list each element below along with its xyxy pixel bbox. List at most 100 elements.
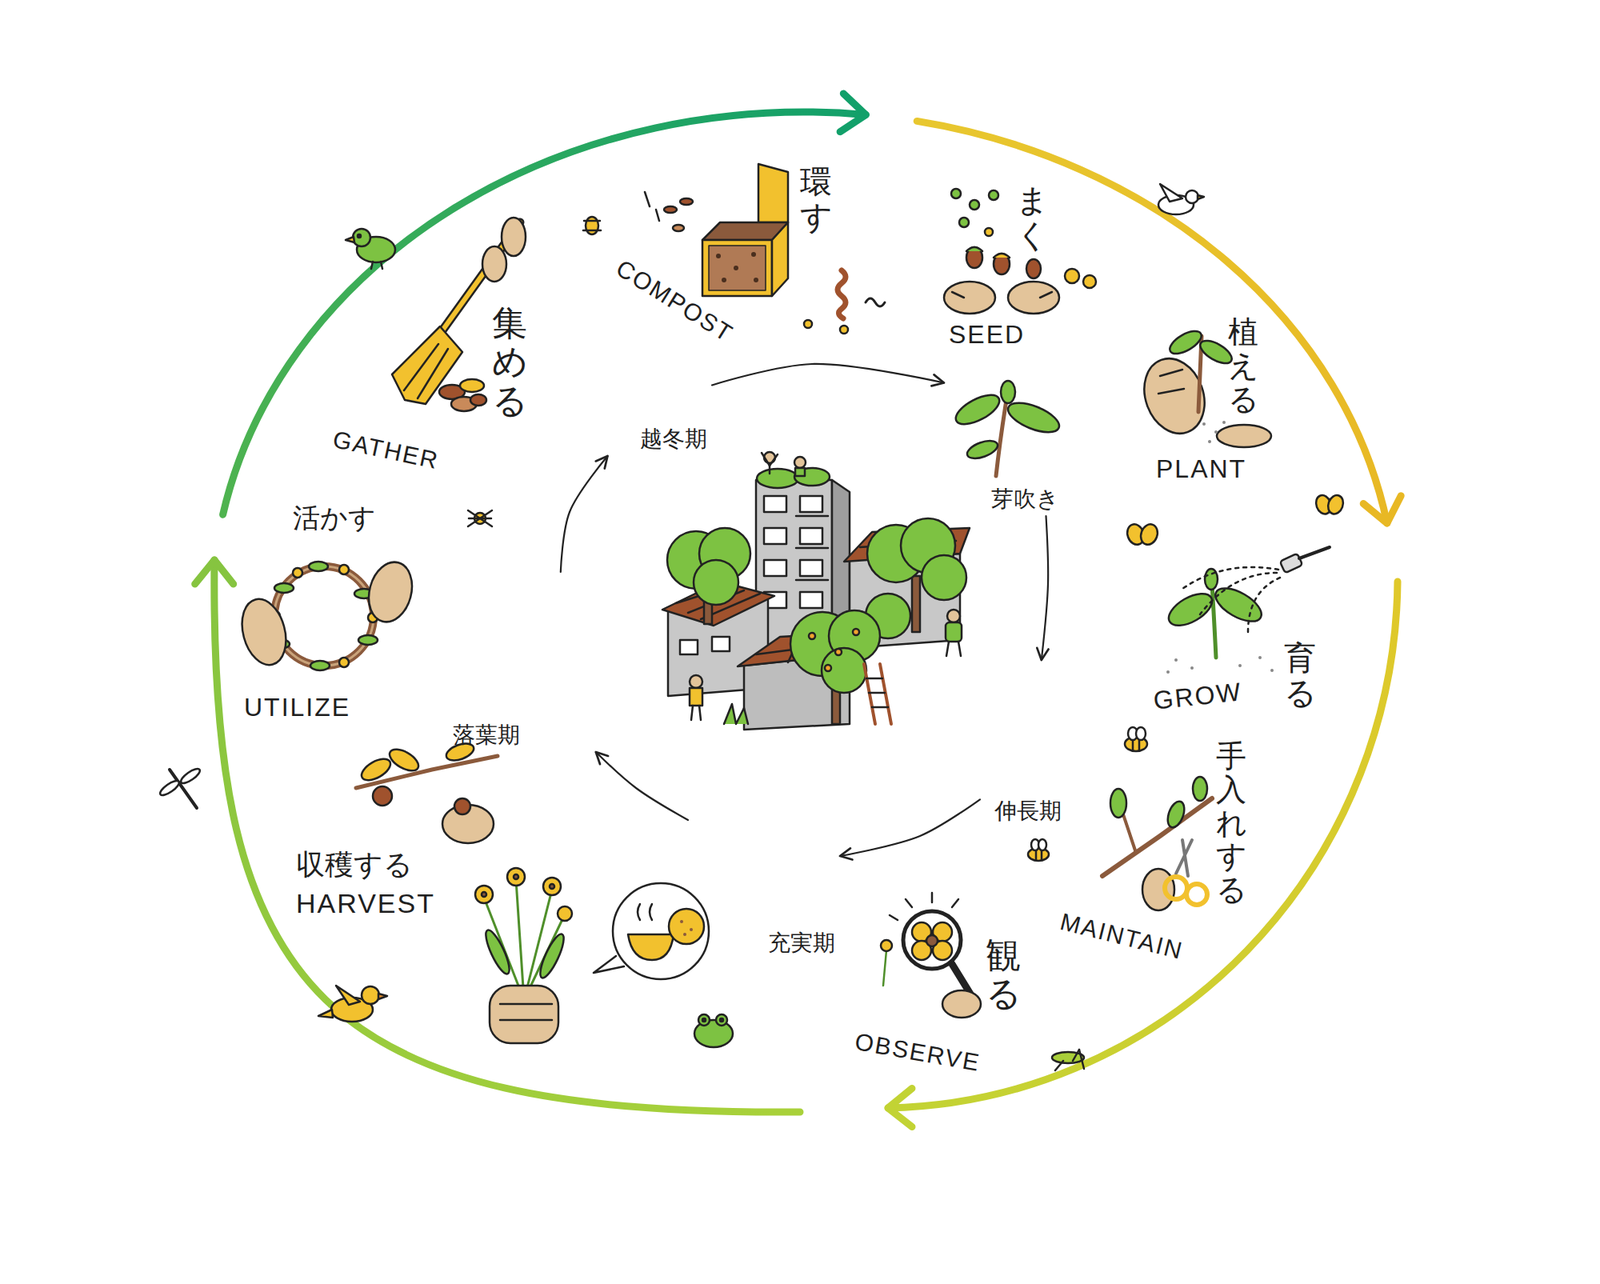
city-illustration (796, 579, 828, 582)
seed-hands (988, 190, 999, 200)
compost-bits (584, 220, 600, 223)
grow-sprout (1210, 581, 1267, 628)
activity-label-ja: まく (1016, 182, 1048, 253)
magnifier-icon (926, 935, 938, 947)
activity-label-en: SEED (948, 320, 1025, 350)
phase-label: 芽吹き (991, 485, 1060, 513)
activity-label-ja: 収穫する (296, 848, 413, 881)
grow-sprout (1166, 670, 1170, 674)
compost-box (772, 222, 788, 296)
seed-hands (951, 188, 961, 199)
sprout-icon (1004, 396, 1064, 438)
magnifier-icon (903, 911, 961, 969)
city-illustration (796, 515, 828, 518)
activity-label-ja: 植える (1228, 316, 1259, 416)
activity-label-ja: 集める (492, 304, 528, 420)
tea-bubble (628, 934, 674, 960)
city-illustration (699, 705, 701, 720)
broom-icon (470, 394, 487, 406)
city-illustration (912, 576, 920, 632)
compost-bits (680, 198, 693, 205)
magnifier-icon (931, 892, 934, 903)
bird (345, 228, 396, 269)
city-illustration (958, 641, 961, 656)
grow-sprout (1248, 577, 1280, 632)
wreath-icon (358, 635, 378, 645)
harvest-branch (356, 740, 498, 844)
dragonfly (158, 778, 182, 798)
city-illustration (947, 609, 960, 623)
seed-hands (1026, 259, 1041, 279)
seed-hands (993, 253, 1010, 275)
seed-hands (969, 200, 980, 210)
harvest-flowers (507, 868, 525, 886)
bird (336, 985, 360, 1005)
broom-icon (501, 217, 526, 256)
compost-box (733, 265, 739, 271)
activity-label-en: UTILIZE (244, 692, 351, 723)
city-illustration (689, 675, 703, 688)
city-illustration (689, 688, 703, 706)
compost-box (751, 252, 756, 257)
city-illustration (800, 528, 823, 544)
city-illustration (868, 692, 885, 695)
tea-bubble (680, 920, 684, 924)
grasshopper (1079, 1049, 1084, 1069)
grow-sprout (1258, 656, 1262, 660)
cycle-arrowhead (840, 93, 866, 132)
sprout-icon (996, 400, 1007, 476)
harvest-flowers (500, 1019, 552, 1022)
compost-bits (865, 298, 885, 307)
magnifier-icon (905, 899, 912, 908)
bird (1197, 195, 1204, 200)
wreath-icon (339, 564, 349, 575)
phase-label: 伸長期 (994, 797, 1062, 825)
city-illustration (880, 664, 892, 724)
harvest-flowers (549, 884, 555, 889)
compost-box (721, 277, 727, 283)
activity-label-ja: 観る (985, 936, 1021, 1014)
harvest-branch (358, 754, 395, 784)
seed-hands (1064, 268, 1080, 284)
city-illustration (794, 468, 830, 486)
bee (1136, 727, 1146, 740)
spider (468, 510, 492, 527)
plant-hands (1134, 350, 1215, 443)
pruning-icon (1110, 788, 1127, 818)
cycle-arc (888, 581, 1398, 1108)
magnifier-icon (942, 990, 981, 1018)
cycle-arrowhead (195, 560, 234, 584)
city-illustration (821, 648, 867, 693)
grow-sprout (1299, 547, 1330, 559)
grow-sprout (1200, 572, 1277, 615)
city-illustration (796, 547, 828, 550)
phase-node: 伸長期 (980, 660, 1076, 828)
activity-label-ja: 環す (800, 164, 832, 235)
wreath-icon (235, 594, 293, 671)
city-illustration (680, 640, 698, 655)
compost-bits (840, 325, 848, 334)
cycle-arc (916, 120, 1388, 524)
frog (702, 1018, 706, 1022)
harvest-flowers (516, 880, 524, 1000)
harvest-branch (372, 786, 392, 806)
compost-bits (804, 320, 812, 328)
butterfly (1313, 492, 1346, 516)
city-illustration (921, 555, 967, 600)
broom-icon (482, 246, 507, 282)
harvest-branch (386, 744, 423, 775)
bee (1028, 848, 1049, 861)
spider (468, 517, 492, 520)
wreath-icon (235, 557, 419, 671)
plant-hands (1202, 422, 1206, 426)
wreath-icon (339, 657, 349, 668)
city-illustration (864, 664, 876, 724)
city-illustration (712, 636, 730, 652)
seed-hands (966, 247, 983, 252)
grow-sprout (1270, 668, 1274, 672)
magnifier-icon (880, 892, 981, 1018)
city-illustration (724, 704, 748, 724)
city-illustration (835, 648, 842, 656)
seed-hands (984, 228, 993, 236)
activity-label-en: PLANT (1156, 454, 1247, 484)
